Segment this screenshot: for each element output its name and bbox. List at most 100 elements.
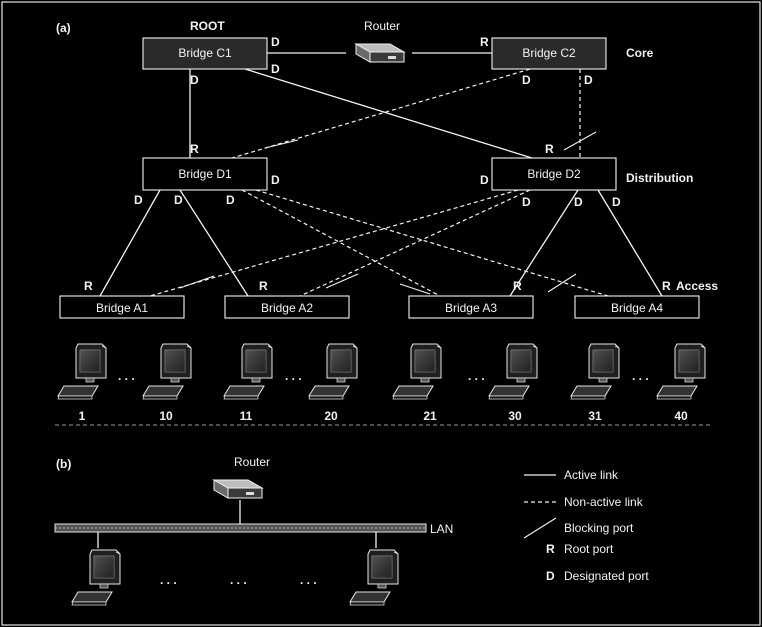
legend-root-symbol: R xyxy=(546,542,555,556)
port-c2-d1: D xyxy=(522,73,531,87)
link-c1-d2 xyxy=(244,68,533,159)
computer-icon xyxy=(656,343,706,400)
legend-non-active-link: Non-active link xyxy=(564,495,644,509)
router-label-a: Router xyxy=(364,19,400,33)
port-a4-root: R xyxy=(662,279,671,293)
bridge-d1: Bridge D1 xyxy=(142,157,268,191)
hosts-ellipsis: . . . xyxy=(118,369,135,383)
blocking-port-marks xyxy=(179,131,597,295)
part-a-label: (a) xyxy=(56,21,71,35)
link-d1-a4 xyxy=(255,189,609,297)
blocking-mark-d2-c2 xyxy=(563,131,597,151)
host-number-20: 20 xyxy=(324,409,338,423)
host-number-31: 31 xyxy=(588,409,602,423)
bridge-d1-label: Bridge D1 xyxy=(178,167,232,181)
computer-icon xyxy=(57,343,107,400)
bridge-d2: Bridge D2 xyxy=(491,157,617,191)
port-a1-root: R xyxy=(84,279,93,293)
computer-icon xyxy=(392,343,442,400)
bridge-a4: Bridge A4 xyxy=(574,295,700,319)
computer-icon xyxy=(488,343,538,400)
port-c2-router: R xyxy=(480,35,489,49)
legend-blocking-port: Blocking port xyxy=(564,521,634,535)
blocking-mark-a4 xyxy=(547,273,577,293)
legend-active-link: Active link xyxy=(564,468,619,482)
port-c1-d2: D xyxy=(271,62,280,76)
lan-ellipsis: . . . xyxy=(230,573,247,587)
link-c2-d1 xyxy=(231,68,531,159)
link-d2-a3 xyxy=(509,189,579,297)
bridge-a2-label: Bridge A2 xyxy=(261,301,313,315)
port-labels: D D D R D D R D D D D R D D D D R R R R xyxy=(84,35,671,293)
port-c1-router: D xyxy=(271,35,280,49)
port-d1-root: R xyxy=(190,142,199,156)
port-d2-d: D xyxy=(480,173,489,187)
host-number-30: 30 xyxy=(508,409,522,423)
port-d2-root: R xyxy=(545,142,554,156)
bridge-a2: Bridge A2 xyxy=(224,295,350,319)
lan-ellipsis: . . . xyxy=(300,573,317,587)
bridge-a1-label: Bridge A1 xyxy=(96,301,148,315)
bridge-c2-label: Bridge C2 xyxy=(522,46,576,60)
layer-access-label: Access xyxy=(676,279,718,293)
port-d1-a1: D xyxy=(134,193,143,207)
blocking-mark-a2 xyxy=(325,273,359,289)
part-b-label: (b) xyxy=(56,457,71,471)
host-number-1: 1 xyxy=(79,409,86,423)
lan-label: LAN xyxy=(430,522,453,536)
layer-distribution-label: Distribution xyxy=(626,171,693,185)
port-d1-a3: D xyxy=(226,193,235,207)
legend-designated-port: Designated port xyxy=(564,569,649,583)
host-number-40: 40 xyxy=(674,409,688,423)
bridge-a1: Bridge A1 xyxy=(59,295,185,319)
port-a3-root: R xyxy=(513,279,522,293)
blocking-mark-a3 xyxy=(399,283,431,295)
host-number-10: 10 xyxy=(159,409,173,423)
port-d2-a3: D xyxy=(574,195,583,209)
bridge-c2: Bridge C2 xyxy=(491,37,607,70)
bridge-d2-label: Bridge D2 xyxy=(527,167,581,181)
host-number-11: 11 xyxy=(240,409,253,423)
legend-blocking-mark xyxy=(523,517,557,539)
port-d2-a4: D xyxy=(612,195,621,209)
hosts-row-a: . . . . . . . . . . . . 1 10 11 20 21 30… xyxy=(57,343,706,423)
computer-icon xyxy=(570,343,620,400)
computer-icon xyxy=(308,343,358,400)
hosts-ellipsis: . . . xyxy=(632,369,649,383)
bridge-c1-label: Bridge C1 xyxy=(178,46,232,60)
link-d2-a1 xyxy=(149,189,519,297)
router-label-b: Router xyxy=(234,455,270,469)
link-d1-a2 xyxy=(179,189,249,297)
lan-ellipsis: . . . xyxy=(160,573,177,587)
computer-icon xyxy=(223,343,273,400)
computer-icon xyxy=(142,343,192,400)
blocking-mark-d1-c2 xyxy=(264,139,299,149)
link-d2-a2 xyxy=(299,189,531,297)
legend-designated-symbol: D xyxy=(546,569,555,583)
bridge-a3: Bridge A3 xyxy=(408,295,534,319)
bridge-a3-label: Bridge A3 xyxy=(445,301,497,315)
layer-core-label: Core xyxy=(626,46,654,60)
legend-root-port: Root port xyxy=(564,542,614,556)
port-d1-d: D xyxy=(271,173,280,187)
port-c1-d1: D xyxy=(190,73,199,87)
link-d1-a1 xyxy=(99,189,161,297)
computer-icon xyxy=(71,549,121,606)
port-d2-a2: D xyxy=(522,195,531,209)
host-number-21: 21 xyxy=(423,409,437,423)
hosts-ellipsis: . . . xyxy=(285,369,302,383)
link-d1-a3 xyxy=(241,189,441,297)
port-d1-a2: D xyxy=(174,193,183,207)
blocking-mark-a1 xyxy=(179,275,215,289)
legend: Active link Non-active link Blocking por… xyxy=(523,468,649,583)
router-icon-b xyxy=(213,479,263,499)
bridge-c1: Bridge C1 xyxy=(142,37,268,70)
root-label: ROOT xyxy=(190,19,225,33)
port-a2-root: R xyxy=(259,279,268,293)
lan-bus xyxy=(54,523,427,533)
link-d2-a4 xyxy=(597,189,663,297)
bridge-a4-label: Bridge A4 xyxy=(611,301,663,315)
port-c2-d2: D xyxy=(584,73,593,87)
